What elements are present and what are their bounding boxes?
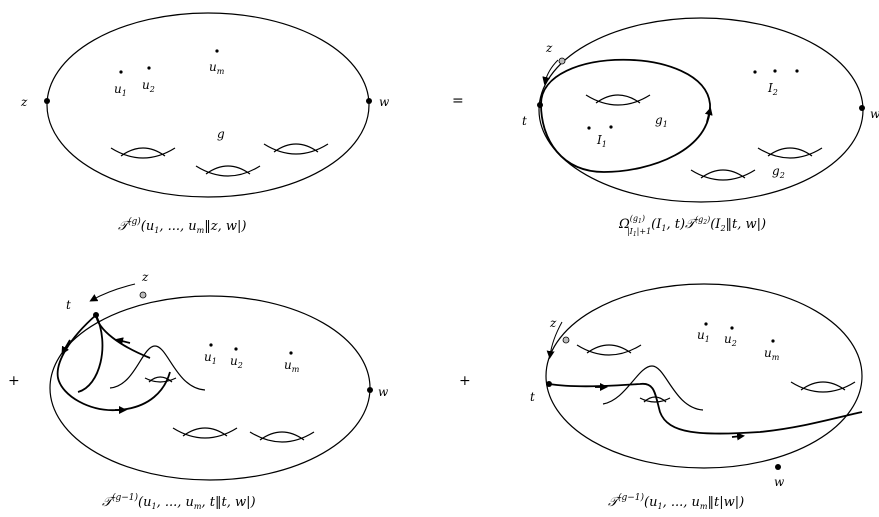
puncture-u1 (119, 70, 123, 74)
genus-handle (195, 165, 261, 177)
label-z: z (549, 316, 557, 330)
puncture-um (771, 339, 775, 343)
label-w: w (870, 107, 879, 121)
path-arrow (731, 432, 745, 441)
boundary-point-t (537, 102, 543, 108)
puncture-u2 (147, 66, 151, 70)
puncture-dot (587, 126, 591, 130)
cycle-path (548, 382, 863, 435)
surface-outline (538, 17, 864, 203)
label-t: t (522, 114, 527, 128)
puncture-u2 (730, 326, 734, 330)
plus-sign: + (459, 373, 471, 389)
genus-handle (110, 147, 176, 159)
label-u2: u2 (724, 332, 737, 348)
genus-handle (585, 94, 651, 106)
label-t: t (530, 390, 535, 404)
genus-handle (790, 381, 856, 393)
caption-bottom-left: 𝒯(g−1)(u1, ..., um, t‖t, w|) (102, 492, 256, 511)
boundary-point-z (558, 57, 566, 65)
cut-handle-arc (643, 396, 667, 403)
label-u1: u1 (114, 82, 127, 98)
label-z: z (20, 95, 28, 109)
plus-sign: + (8, 373, 20, 389)
label-genus-g: g (217, 127, 225, 141)
genus-handle (690, 169, 756, 181)
boundary-arrow (542, 59, 559, 85)
boundary-point-z (562, 336, 570, 344)
cycle-path (95, 314, 151, 359)
cycle-path (77, 314, 104, 393)
label-z: z (545, 41, 553, 55)
label-t: t (66, 298, 71, 312)
genus-handle (263, 143, 329, 155)
label-um: um (209, 60, 225, 76)
surface-outline (49, 295, 371, 481)
panel-top-right: z t w g1 I1 I2 g2 Ω(g1)|I1|+1(I1, t)𝒯(g2… (522, 17, 879, 238)
label-g1: g1 (655, 113, 668, 129)
puncture-um (289, 351, 293, 355)
puncture-dot (753, 70, 757, 74)
label-u2: u2 (142, 78, 155, 94)
cut-handle (109, 345, 206, 391)
label-I2: I2 (767, 81, 778, 97)
label-w: w (378, 385, 389, 399)
label-w: w (379, 95, 390, 109)
boundary-point-w (859, 105, 865, 111)
label-u1: u1 (204, 350, 217, 366)
cut-handle (602, 365, 704, 411)
puncture-u2 (234, 347, 238, 351)
caption-top-left: 𝒯(g)(u1, ..., um‖z, w|) (118, 216, 246, 235)
puncture-um (215, 49, 219, 53)
panel-bottom-left: z t w u1 u2 um 𝒯(g−1)(u1, ..., um, t‖t, … (49, 270, 389, 511)
puncture-dot (609, 125, 613, 129)
label-g2: g2 (772, 164, 785, 180)
boundary-arrow (546, 321, 563, 359)
puncture-u1 (704, 322, 708, 326)
cycle-path (56, 314, 171, 411)
surface-outline (545, 283, 863, 469)
boundary-point-w (366, 98, 372, 104)
equals-sign: = (452, 93, 464, 109)
panel-top-left: z w u1 u2 um g 𝒯(g)(u1, ..., um‖z, w|) (20, 12, 390, 235)
boundary-point-z (44, 98, 50, 104)
puncture-dot (773, 69, 777, 73)
panel-bottom-right: z t w u1 u2 um 𝒯(g−1)(u1, ..., um‖t|w|) (530, 283, 863, 511)
label-u1: u1 (697, 328, 710, 344)
boundary-point-z (139, 291, 147, 299)
cut-handle-arc (144, 377, 177, 383)
puncture-dot (795, 69, 799, 73)
label-um: um (764, 346, 780, 362)
separating-loop (540, 59, 711, 173)
genus-handle (172, 427, 238, 439)
label-z: z (141, 270, 149, 284)
label-I1: I1 (596, 133, 607, 149)
cut-handle-arc (639, 397, 671, 403)
boundary-point-w (775, 464, 781, 470)
puncture-u1 (209, 343, 213, 347)
label-u2: u2 (230, 354, 243, 370)
path-arrow (61, 339, 71, 355)
caption-top-right: Ω(g1)|I1|+1(I1, t)𝒯(g2)(I2‖t, w|) (618, 214, 766, 238)
genus-handle (757, 147, 823, 159)
cut-handle-arc (148, 376, 173, 383)
caption-bottom-right: 𝒯(g−1)(u1, ..., um‖t|w|) (608, 492, 744, 511)
label-um: um (284, 358, 300, 374)
path-arrow (115, 337, 131, 346)
boundary-arrow (89, 283, 136, 302)
genus-handle (576, 344, 642, 356)
boundary-point-w (367, 387, 373, 393)
loop-arrow (704, 107, 713, 123)
surface-outline (46, 12, 370, 198)
label-w: w (774, 475, 785, 489)
genus-handle (249, 431, 315, 443)
